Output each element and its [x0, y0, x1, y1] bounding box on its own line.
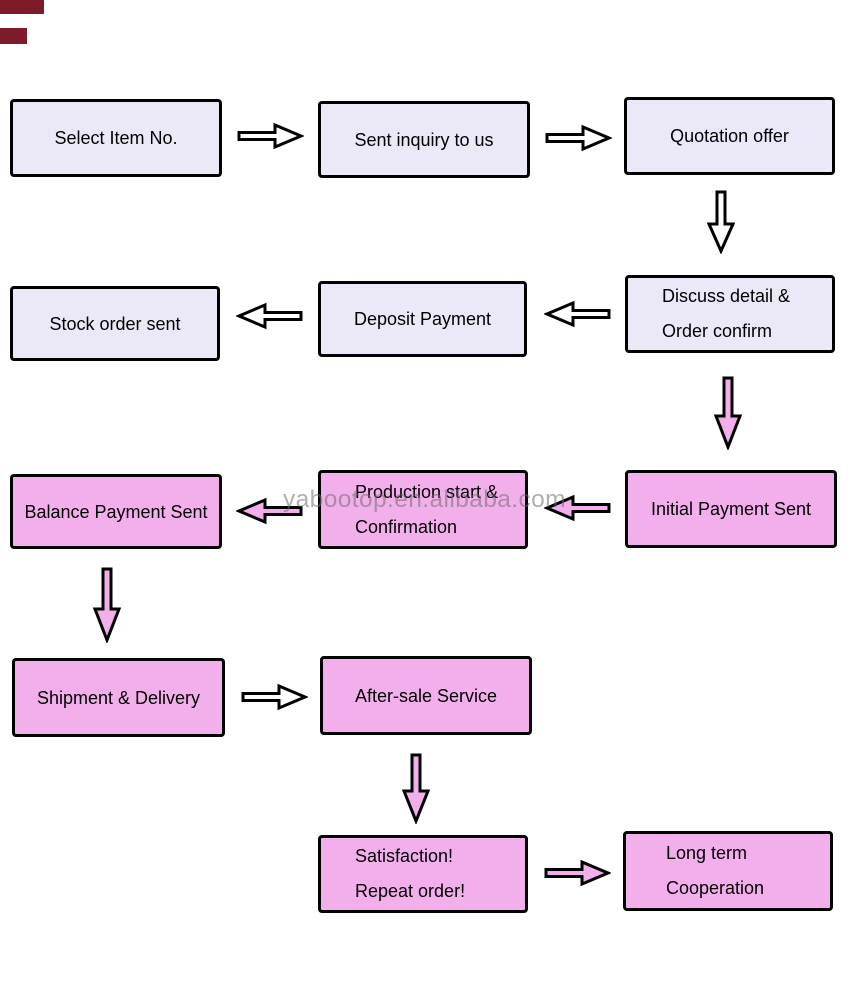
- arrow-icon-satisfaction-to-longterm: [544, 859, 611, 887]
- arrow-icon-select-to-inquiry: [237, 122, 304, 150]
- node-discuss-line2: Order confirm: [662, 321, 773, 341]
- node-discuss-line1: Discuss detail &: [662, 286, 791, 306]
- arrow-icon-discuss-down: [714, 376, 742, 450]
- node-shipment: Shipment & Delivery: [12, 658, 225, 737]
- arrow-icon-balance-down: [93, 567, 121, 643]
- node-satisfaction-line1: Satisfaction!: [355, 846, 454, 866]
- arrow-icon-inquiry-to-quotation: [545, 124, 612, 152]
- node-longterm-line2: Cooperation: [666, 878, 765, 898]
- node-aftersale-label: After-sale Service: [354, 685, 498, 706]
- corner-artifact-1: [0, 0, 44, 14]
- node-discuss: Discuss detail & Order confirm: [625, 275, 835, 353]
- node-satisfaction: Satisfaction! Repeat order!: [318, 835, 528, 913]
- arrow-icon-quotation-down: [707, 190, 735, 254]
- node-satisfaction-line2: Repeat order!: [355, 881, 466, 901]
- arrow-icon-shipment-to-aftersale: [241, 683, 308, 711]
- node-sent-inquiry-label: Sent inquiry to us: [354, 129, 494, 150]
- node-quotation-label: Quotation offer: [670, 126, 789, 146]
- node-quotation: Quotation offer: [624, 97, 835, 175]
- node-stock-label: Stock order sent: [49, 313, 181, 334]
- node-production-line2: Confirmation: [355, 516, 458, 537]
- node-shipment-label: Shipment & Delivery: [36, 687, 201, 708]
- arrow-icon-production-to-balance: [236, 497, 303, 525]
- node-production-line1: Production start &: [355, 481, 499, 502]
- node-stock: Stock order sent: [10, 286, 220, 361]
- node-initial-payment-label: Initial Payment Sent: [650, 499, 812, 519]
- node-aftersale: After-sale Service: [320, 656, 532, 735]
- node-deposit: Deposit Payment: [318, 281, 527, 357]
- node-longterm-line1: Long term: [666, 843, 748, 863]
- node-production: Production start & Confirmation: [318, 470, 528, 549]
- node-balance-label: Balance Payment Sent: [24, 501, 208, 522]
- corner-artifact-2: [0, 28, 27, 44]
- node-select-item: Select Item No.: [10, 99, 222, 177]
- arrow-icon-deposit-to-stock: [236, 302, 303, 330]
- node-select-item-label: Select Item No.: [54, 128, 178, 148]
- node-deposit-label: Deposit Payment: [353, 309, 492, 329]
- node-initial-payment: Initial Payment Sent: [625, 470, 837, 548]
- arrow-icon-aftersale-down: [402, 753, 430, 824]
- arrow-icon-discuss-to-deposit: [544, 300, 611, 328]
- node-longterm: Long term Cooperation: [623, 831, 833, 911]
- arrow-icon-initial-to-production: [544, 494, 611, 522]
- node-balance: Balance Payment Sent: [10, 474, 222, 549]
- node-sent-inquiry: Sent inquiry to us: [318, 101, 530, 178]
